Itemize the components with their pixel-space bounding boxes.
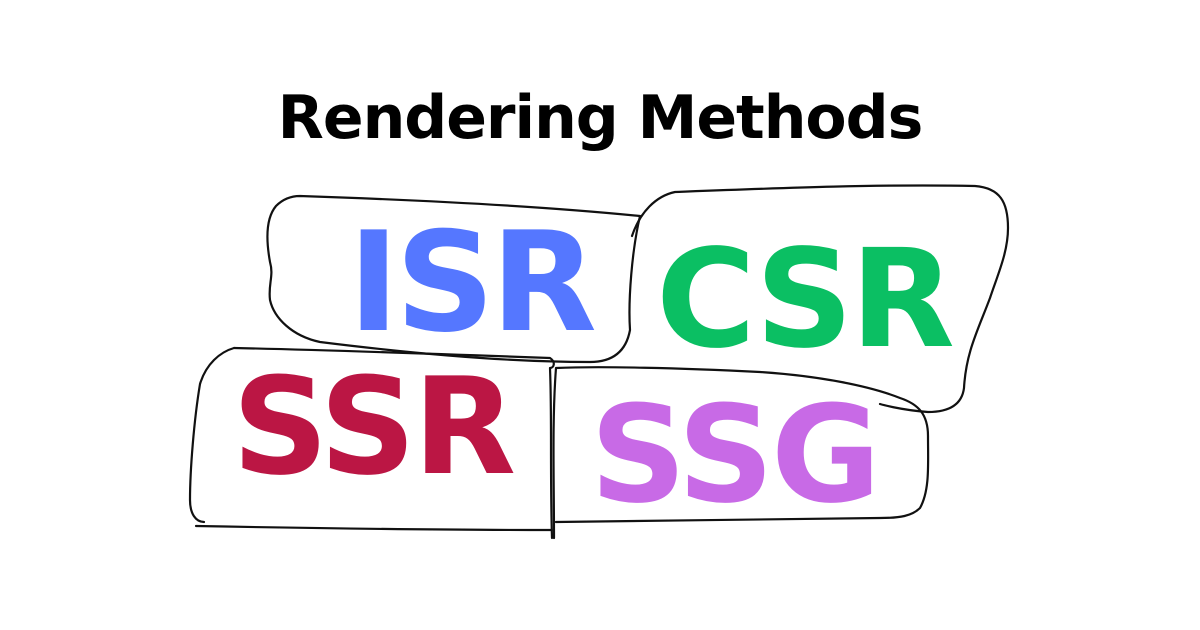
- csr-box-outline: [630, 184, 1010, 414]
- csr-label: CSR: [656, 221, 955, 379]
- page-title: Rendering Methods: [277, 83, 924, 153]
- ssg-box-outline: [552, 366, 930, 540]
- ssr-label: SSR: [232, 349, 516, 505]
- isr-label: ISR: [348, 202, 597, 363]
- ssg-label: SSG: [590, 377, 881, 533]
- ssr-box-outline: [188, 346, 555, 540]
- isr-box-outline: [266, 194, 642, 364]
